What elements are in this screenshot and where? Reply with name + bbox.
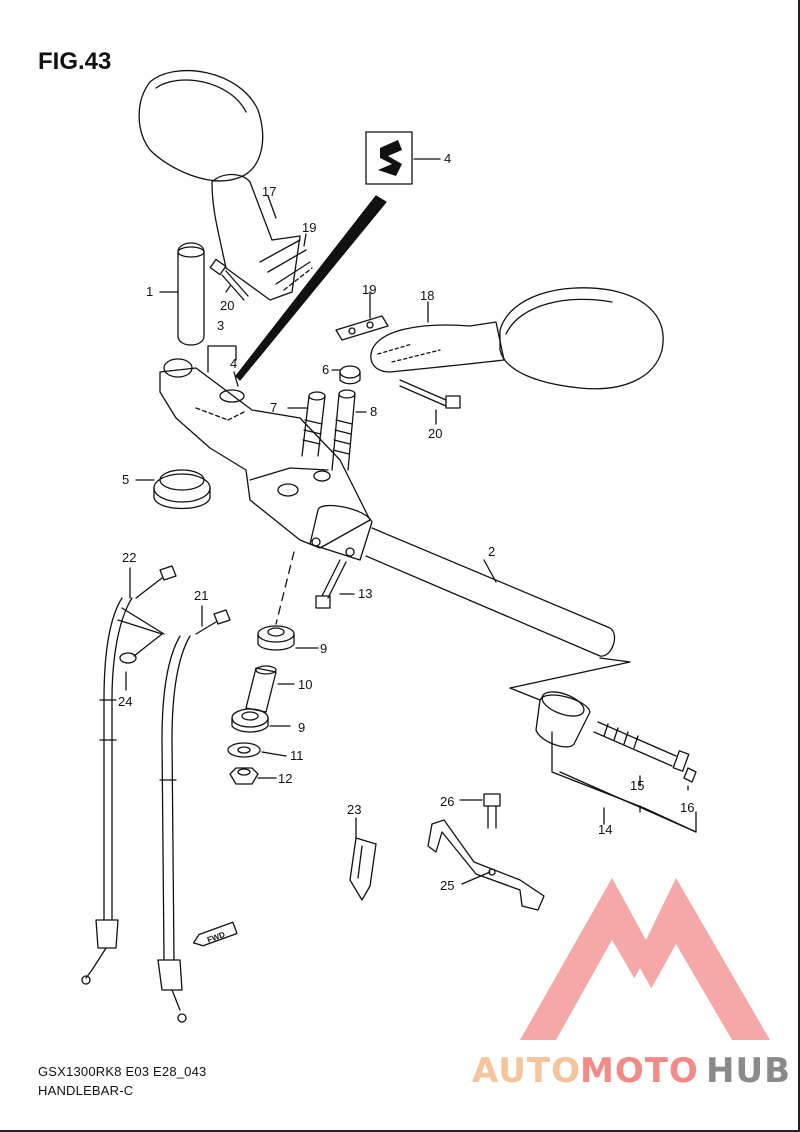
callout-19: 19 xyxy=(362,282,376,297)
callout-16: 16 xyxy=(680,800,694,815)
callout-5: 5 xyxy=(122,472,129,487)
callout-11: 11 xyxy=(290,748,304,763)
callout-8: 8 xyxy=(370,404,377,419)
callout-19: 19 xyxy=(302,220,316,235)
callout-4: 4 xyxy=(230,356,237,371)
section-name: HANDLEBAR-C xyxy=(38,1083,134,1098)
ring-5 xyxy=(153,469,211,510)
callout-22: 22 xyxy=(122,550,136,565)
bolt-7 xyxy=(301,391,326,457)
callout-7: 7 xyxy=(270,400,277,415)
callout-12: 12 xyxy=(278,771,292,786)
watermark-hub: HUB xyxy=(706,1051,791,1091)
watermark-text: AUTO MOTO HUB xyxy=(472,1051,791,1091)
grip-1 xyxy=(177,242,205,346)
callout-23: 23 xyxy=(347,802,361,817)
balancer-14 xyxy=(535,691,697,783)
cushion-9-upper xyxy=(257,625,295,651)
callout-21: 21 xyxy=(194,588,208,603)
callout-10: 10 xyxy=(298,677,312,692)
callout-20: 20 xyxy=(428,426,442,441)
callout-20: 20 xyxy=(220,298,234,313)
callout-24: 24 xyxy=(118,694,132,709)
mirror-bolt-20-right xyxy=(399,379,461,409)
callout-2: 2 xyxy=(488,544,495,559)
callout-17: 17 xyxy=(262,184,276,199)
callout-14: 14 xyxy=(598,822,612,837)
callout-9: 9 xyxy=(320,641,327,656)
gasket-19-right xyxy=(335,315,389,341)
callout-18: 18 xyxy=(420,288,434,303)
throttle-cable-22 xyxy=(81,565,177,985)
watermark-moto: MOTO xyxy=(580,1051,699,1091)
bracket-23 xyxy=(349,837,377,901)
callout-labels: 1 2 3 4 4 5 6 7 8 9 9 10 11 12 13 14 15 … xyxy=(118,151,694,893)
cap-6 xyxy=(339,365,361,385)
callout-4: 4 xyxy=(444,151,451,166)
fwd-arrow xyxy=(192,921,238,947)
leader-lines xyxy=(121,158,697,885)
callout-9: 9 xyxy=(298,720,305,735)
figure-title: FIG.43 xyxy=(38,48,112,75)
callout-15: 15 xyxy=(630,778,644,793)
nut-12 xyxy=(229,767,259,785)
mirror-bolt-20-left xyxy=(209,258,249,301)
callout-6: 6 xyxy=(322,362,329,377)
handlebar-pipe-2 xyxy=(309,504,631,701)
bolt-8 xyxy=(331,389,356,471)
emblem-4 xyxy=(365,131,413,185)
washer-11 xyxy=(227,742,261,758)
watermark-logo xyxy=(520,878,770,1040)
emblem-pointer xyxy=(235,195,387,381)
cushion-9-lower xyxy=(231,708,269,733)
throttle-cable-21 xyxy=(157,609,231,1023)
callout-3: 3 xyxy=(217,318,224,333)
bolt-13 xyxy=(315,559,347,609)
model-code: GSX1300RK8 E03 E28_043 xyxy=(38,1064,207,1079)
left-mirror-17 xyxy=(138,69,313,301)
bolt-26 xyxy=(483,793,501,829)
screw-24 xyxy=(117,619,163,664)
spacer-10 xyxy=(245,665,277,713)
watermark-auto: AUTO xyxy=(472,1051,581,1091)
right-mirror-18 xyxy=(370,287,664,390)
callout-26: 26 xyxy=(440,794,454,809)
callout-1: 1 xyxy=(146,284,153,299)
callout-13: 13 xyxy=(358,586,372,601)
callout-25: 25 xyxy=(440,878,454,893)
